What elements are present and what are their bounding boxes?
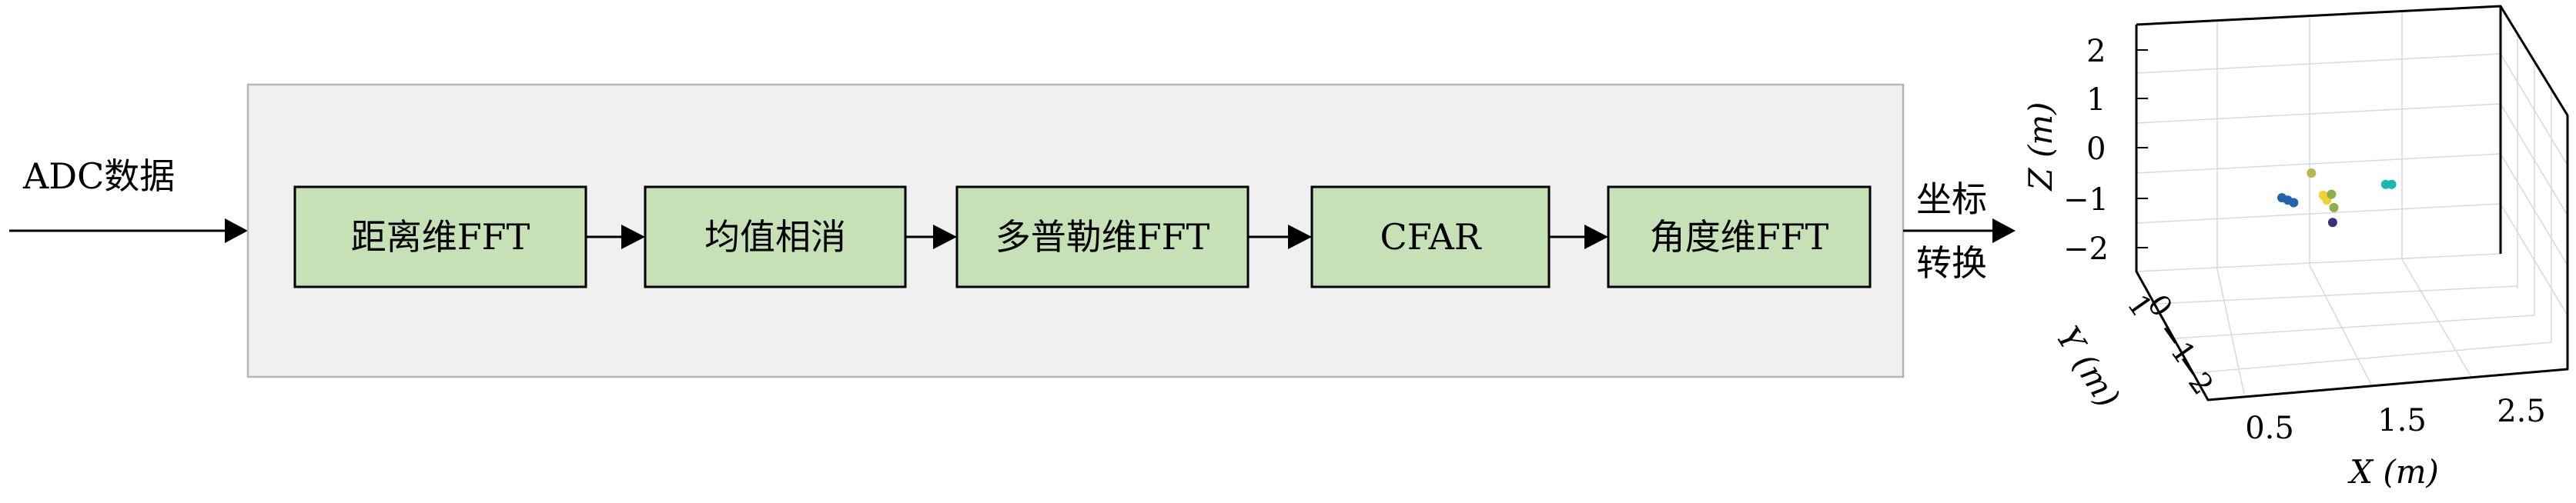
pipeline-step-doppler-fft: 多普勒维FFT: [955, 185, 1250, 288]
scatter-point: [2327, 189, 2337, 199]
arrow-doppler-to-cfar-head: [1288, 225, 1312, 249]
z-tick-label: −1: [2063, 182, 2109, 218]
scatter-point: [2327, 218, 2337, 228]
z-tick-label: 1: [2086, 82, 2106, 118]
y-axis-ticks: 1 0 −1 −2: [2121, 288, 2220, 401]
arrow-cfar-to-angle-head: [1584, 225, 1608, 249]
pipeline-step-cfar: CFAR: [1310, 185, 1551, 288]
scatter-point: [2289, 198, 2299, 208]
pipeline-step-mean-cancel: 均值相消: [644, 185, 907, 288]
transform-label-line1: 坐标: [1916, 178, 1987, 220]
x-tick-label: 0.5: [2245, 411, 2294, 446]
floor-grid: [2155, 258, 2552, 395]
angle-fft-label: 角度维FFT: [1650, 216, 1829, 258]
x-tick-label: 1.5: [2377, 403, 2427, 438]
input-label: ADC数据: [22, 155, 175, 197]
doppler-fft-label: 多普勒维FFT: [995, 216, 1210, 258]
scatter-points: [2277, 168, 2397, 228]
side-wall-grid: [2500, 35, 2568, 342]
z-axis-ticks: 2 1 0 −1 −2: [2063, 34, 2148, 267]
x-axis-ticks: 0.5 1.5 2.5: [2245, 394, 2546, 446]
range-fft-label: 距离维FFT: [351, 216, 530, 258]
output-arrow-head: [1992, 218, 2016, 243]
scatter-point: [2307, 168, 2317, 178]
point-cloud-3d-plot: 2 1 0 −1 −2 Z (m) 1 0 −1 −2 Y (m) 0.5 1.…: [2022, 5, 2569, 491]
scatter-point: [2329, 202, 2339, 212]
z-tick-label: −2: [2063, 232, 2109, 267]
z-tick-label: 0: [2086, 132, 2106, 167]
plot-frame-outline: [2135, 5, 2569, 401]
transform-label-line2: 转换: [1916, 242, 1987, 284]
arrow-mean-to-doppler-head: [933, 225, 957, 249]
arrow-range-to-mean-head: [621, 225, 645, 249]
x-tick-label: 2.5: [2497, 394, 2546, 429]
scatter-point: [2387, 179, 2397, 189]
pipeline-step-range-fft: 距离维FFT: [293, 185, 587, 288]
back-wall-grid: [2136, 5, 2501, 272]
x-axis-label: X (m): [2347, 453, 2439, 491]
mean-cancel-label: 均值相消: [704, 216, 846, 258]
input-arrow-head: [225, 218, 248, 243]
z-tick-label: 2: [2086, 34, 2106, 69]
z-axis-label: Z (m): [2022, 102, 2059, 192]
cfar-label: CFAR: [1380, 216, 1482, 258]
pipeline-step-angle-fft: 角度维FFT: [1607, 185, 1872, 288]
y-axis-label: Y (m): [2049, 320, 2127, 414]
